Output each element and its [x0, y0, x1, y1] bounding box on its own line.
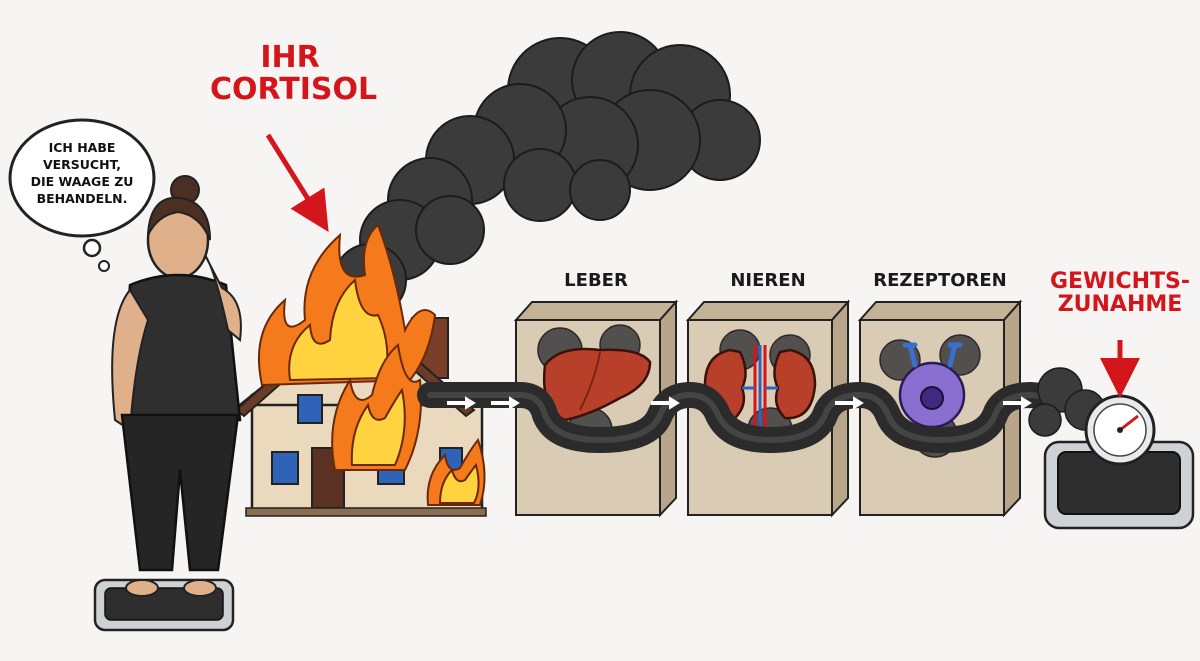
bubble-line-3: DIE WAAGE ZU — [30, 173, 134, 189]
bubble-line-4: BEHANDELN. — [36, 190, 128, 206]
kidneys-label: NIEREN — [730, 270, 806, 291]
thought-bubble-text: ICH HABE VERSUCHT, DIE WAAGE ZU BEHANDEL… — [22, 140, 142, 208]
receptor-cell-icon — [898, 342, 966, 429]
weight-gain-label: GEWICHTS- ZUNAHME — [1040, 270, 1200, 316]
cortisol-label-line-1: IHR — [260, 40, 320, 75]
cortisol-arrow — [265, 133, 329, 232]
smoke-plume — [333, 31, 761, 317]
cortisol-label-line-2: CORTISOL — [210, 71, 378, 107]
house-flames — [258, 223, 486, 506]
cortisol-label: IHR CORTISOL — [210, 40, 378, 107]
thought-bubble — [8, 118, 156, 272]
woman-figure — [93, 175, 242, 632]
liver-icon — [543, 347, 652, 422]
liver-label: LEBER — [564, 270, 628, 291]
bubble-line-1: ICH HABE — [48, 140, 116, 155]
bubble-line-2: VERSUCHT, — [42, 156, 122, 172]
weight-gain-label-line-1: GEWICHTS- — [1049, 269, 1191, 294]
flow-arrows — [447, 396, 1032, 410]
receptors-label: REZEPTOREN — [873, 270, 1007, 291]
weight-gain-label-line-2: ZUNAHME — [1057, 292, 1183, 318]
